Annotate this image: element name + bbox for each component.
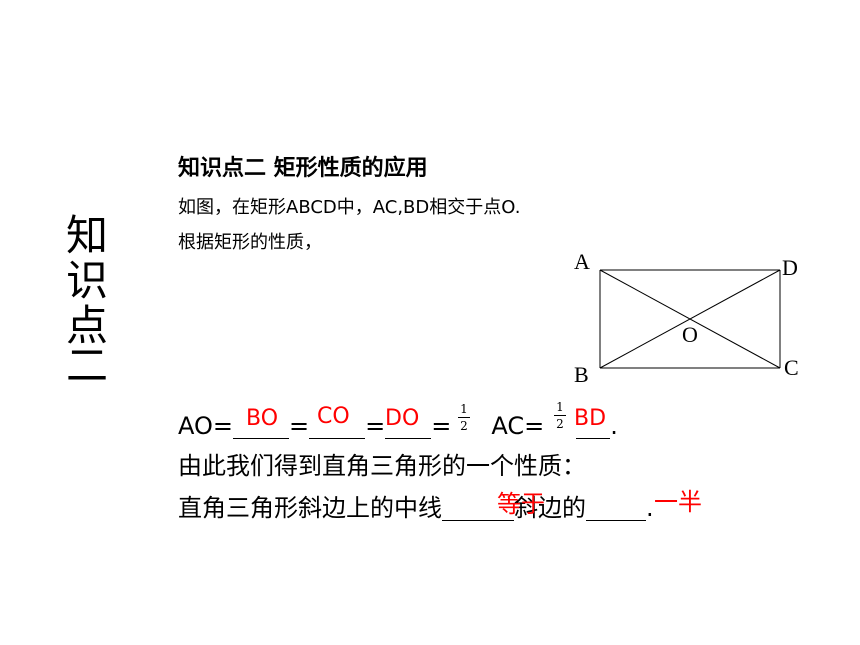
property-intro-line: 根据矩形的性质， bbox=[178, 232, 322, 253]
fraction-1-denominator: 2 bbox=[460, 419, 468, 433]
answer-bo: BO bbox=[246, 406, 279, 431]
fraction-2-numerator: 1 bbox=[556, 400, 564, 414]
equation-line: AO=​=​=​=AC=​. bbox=[178, 414, 618, 439]
blank-5: ​ bbox=[442, 496, 514, 521]
answer-equal: 等于 bbox=[497, 490, 545, 518]
answer-bd: BD bbox=[574, 406, 607, 431]
label-c: C bbox=[784, 355, 799, 380]
statement-line: 直角三角形斜边上的中线​斜边的​. bbox=[178, 496, 654, 521]
blank-3: ​ bbox=[385, 414, 432, 439]
blank-2: ​ bbox=[309, 414, 366, 439]
equals-3: = bbox=[431, 412, 452, 440]
side-title-char-3: 点 bbox=[66, 301, 109, 350]
intro-line: 如图，在矩形ABCD中，AC,BD相交于点O. bbox=[178, 197, 521, 218]
rectangle-figure-svg: A D B C O bbox=[574, 249, 799, 387]
statement-end: . bbox=[646, 494, 654, 522]
ac-label: AC= bbox=[491, 412, 545, 440]
fraction-1-numerator: 1 bbox=[460, 402, 468, 416]
fraction-2-denominator: 2 bbox=[556, 417, 564, 431]
blank-1: ​ bbox=[233, 414, 289, 439]
fraction-half-2: 1 2 bbox=[554, 401, 566, 430]
equals-2: = bbox=[365, 412, 386, 440]
equals-1: = bbox=[289, 412, 310, 440]
rectangle-diagram: A D B C O bbox=[560, 245, 820, 399]
answer-half: 一半 bbox=[654, 488, 702, 516]
blank-4: ​ bbox=[576, 414, 611, 439]
label-b: B bbox=[574, 362, 589, 387]
answer-do: DO bbox=[385, 406, 420, 431]
diagonal-bd bbox=[599, 269, 781, 369]
statement-part-1: 直角三角形斜边上的中线 bbox=[178, 494, 442, 522]
equation-prefix: AO= bbox=[178, 412, 233, 440]
section-heading: 知识点二 矩形性质的应用 bbox=[178, 156, 428, 181]
property-line: 由此我们得到直角三角形的一个性质： bbox=[178, 452, 586, 480]
label-a: A bbox=[574, 249, 590, 274]
fraction-half-1: 1 2 bbox=[458, 403, 470, 432]
equation-end: . bbox=[610, 412, 618, 440]
side-title-char-1: 知 bbox=[66, 211, 109, 260]
label-d: D bbox=[782, 255, 798, 280]
label-o: O bbox=[682, 322, 698, 347]
side-title-char-2: 识 bbox=[66, 256, 109, 305]
blank-6: ​ bbox=[586, 496, 646, 521]
side-title-char-4: 二 bbox=[66, 341, 109, 390]
statement-part-2: 斜边的 bbox=[514, 494, 586, 522]
answer-co: CO bbox=[317, 404, 350, 429]
